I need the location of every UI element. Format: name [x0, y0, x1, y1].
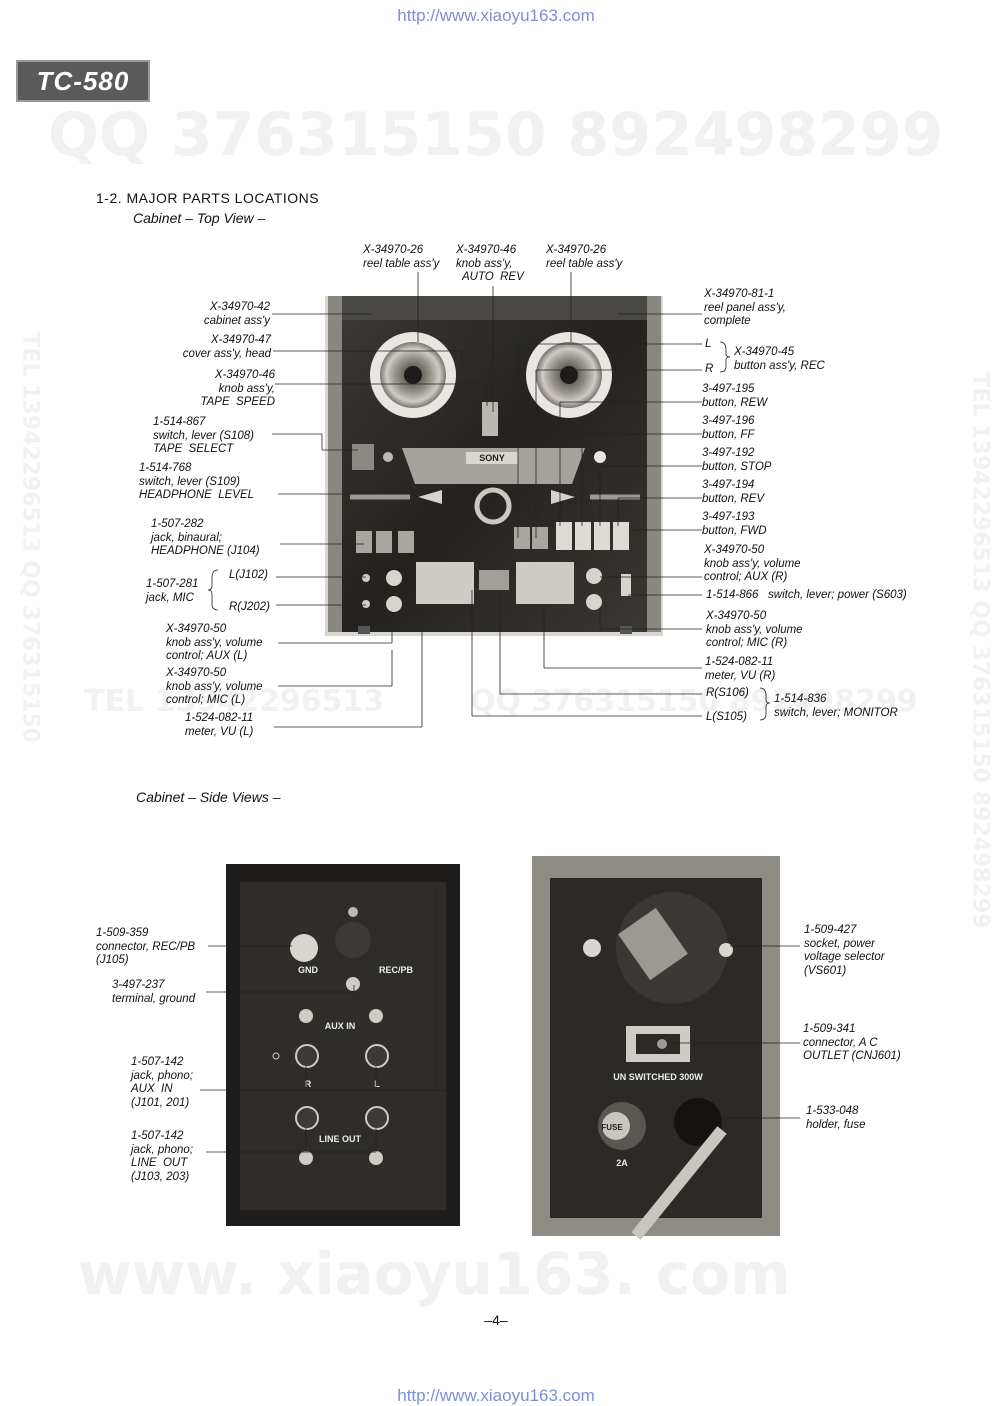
label-switch-s109: 1-514-768 switch, lever (S109) HEADPHONE…	[139, 462, 254, 503]
label-jack-headphone: 1-507-282 jack, binaural; HEADPHONE (J10…	[151, 518, 260, 559]
label-knob-tape-speed: X-34970-46 knob ass'y, TAPE SPEED	[200, 369, 275, 410]
label-meter-l: 1-524-082-11 meter, VU (L)	[185, 712, 253, 739]
label-connector-recpb: 1-509-359 connector, REC/PB (J105)	[96, 927, 195, 968]
label-lr-r: R	[705, 363, 713, 377]
label-switch-s108: 1-514-867 switch, lever (S108) TAPE SELE…	[153, 416, 254, 457]
source-link-bottom[interactable]: http://www.xiaoyu163.com	[0, 1386, 992, 1406]
label-terminal-ground: 3-497-237 terminal, ground	[112, 979, 195, 1006]
label-holder-fuse: 1-533-048 holder, fuse	[806, 1105, 865, 1132]
lineout-text: LINE OUT	[319, 1134, 362, 1144]
recpb-text: REC/PB	[379, 965, 414, 975]
auxin-text: AUX IN	[325, 1021, 356, 1031]
label-button-fwd: 3-497-193 button, FWD	[702, 511, 767, 538]
fuse-text: FUSE	[601, 1123, 623, 1132]
reel-right	[526, 332, 612, 418]
label-jack-mic: 1-507-281 jack, MIC	[146, 578, 198, 605]
side-view-right-photo: UN SWITCHED 300W FUSE 2A	[532, 856, 780, 1236]
label-mic-l: L(J102)	[229, 569, 268, 583]
brand-text: SONY	[479, 453, 505, 463]
label-knob-aux-r: X-34970-50 knob ass'y, volume control; A…	[704, 544, 801, 585]
page-number: –4–	[0, 1312, 992, 1328]
label-s105: L(S105)	[706, 711, 747, 725]
label-cover-head: X-34970-47 cover ass'y, head	[183, 334, 271, 361]
label-button-rev: 3-497-194 button, REV	[702, 479, 764, 506]
label-reel-table-left: X-34970-26 reel table ass'y	[363, 244, 439, 271]
side-view-left-photo: GND REC/PB AUX IN R L LINE OUT	[226, 864, 460, 1226]
gnd-text: GND	[298, 965, 319, 975]
label-knob-aux-l: X-34970-50 knob ass'y, volume control; A…	[166, 623, 263, 664]
label-knob-mic-r: X-34970-50 knob ass'y, volume control; M…	[706, 610, 803, 651]
label-button-rec: X-34970-45 button ass'y, REC	[734, 346, 825, 373]
label-lr-l: L	[705, 338, 711, 352]
label-monitor: 1-514-836 switch, lever; MONITOR	[774, 693, 898, 720]
label-knob-auto-rev: X-34970-46 knob ass'y, AUTO REV	[456, 244, 524, 285]
label-button-ff: 3-497-196 button, FF	[702, 415, 754, 442]
label-button-stop: 3-497-192 button, STOP	[702, 447, 771, 474]
label-jack-lineout: 1-507-142 jack, phono; LINE OUT (J103, 2…	[131, 1130, 193, 1184]
label-cabinet: X-34970-42 cabinet ass'y	[204, 301, 270, 328]
label-button-rew: 3-497-195 button, REW	[702, 383, 767, 410]
left-l-text: L	[374, 1079, 380, 1089]
label-jack-auxin: 1-507-142 jack, phono; AUX IN (J101, 201…	[131, 1056, 193, 1110]
label-reel-panel: X-34970-81-1 reel panel ass'y, complete	[704, 288, 786, 329]
label-connector-ac: 1-509-341 connector, A C OUTLET (CNJ601)	[803, 1023, 901, 1064]
unswitched-text: UN SWITCHED 300W	[613, 1072, 703, 1082]
label-knob-mic-l: X-34970-50 knob ass'y, volume control; M…	[166, 667, 263, 708]
label-socket-voltage: 1-509-427 socket, power voltage selector…	[804, 924, 885, 978]
label-mic-r: R(J202)	[229, 601, 270, 615]
label-meter-r: 1-524-082-11 meter, VU (R)	[705, 656, 775, 683]
side-views-caption: Cabinet – Side Views –	[136, 789, 281, 805]
fuse-rating-text: 2A	[616, 1158, 628, 1168]
reel-left	[370, 332, 456, 418]
label-reel-table-right: X-34970-26 reel table ass'y	[546, 244, 622, 271]
label-switch-power: 1-514-866 switch, lever; power (S603)	[706, 589, 907, 603]
label-s106: R(S106)	[706, 687, 749, 701]
